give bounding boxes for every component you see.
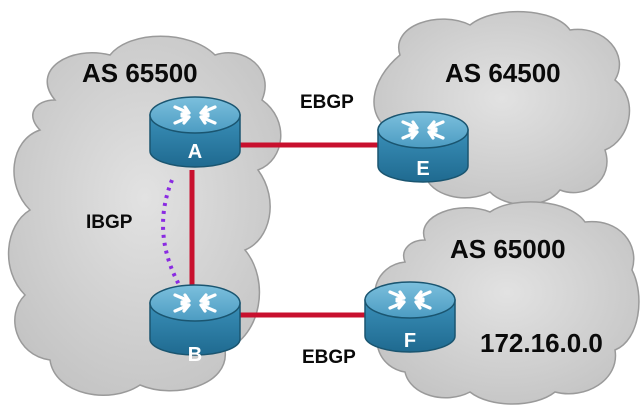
as-65000-label: AS 65000 bbox=[450, 234, 566, 264]
as-65500-label: AS 65500 bbox=[82, 58, 198, 88]
router-e-label: E bbox=[416, 158, 429, 180]
ibgp-label: IBGP bbox=[86, 212, 133, 233]
router-arrows-icon bbox=[401, 120, 445, 140]
ibgp-session-line bbox=[161, 179, 184, 292]
links bbox=[161, 142, 385, 318]
router-e: E bbox=[377, 111, 469, 183]
as-64500-label: AS 64500 bbox=[445, 58, 561, 88]
network-prefix-label: 172.16.0.0 bbox=[480, 328, 603, 358]
router-f-label: F bbox=[404, 330, 416, 352]
ebgp-top-label: EBGP bbox=[300, 92, 354, 113]
ebgp-bottom-label: EBGP bbox=[302, 347, 356, 368]
router-f: F bbox=[364, 281, 456, 353]
router-b: B bbox=[149, 284, 241, 366]
router-a: A bbox=[149, 96, 241, 168]
router-arrows-icon bbox=[173, 293, 217, 313]
router-arrows-icon bbox=[173, 105, 217, 125]
router-b-label: B bbox=[188, 344, 202, 366]
router-arrows-icon bbox=[388, 290, 432, 310]
router-a-label: A bbox=[188, 141, 202, 163]
